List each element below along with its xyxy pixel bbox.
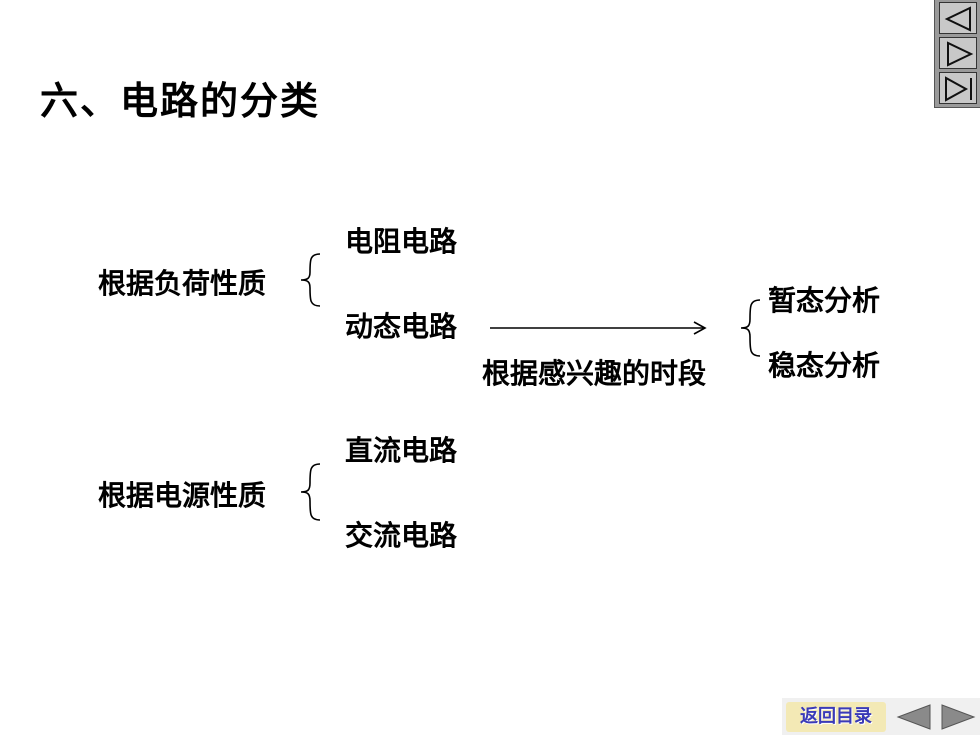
resistive-circuit-label: 电阻电路 [345,225,458,258]
slide-nav-panel [934,0,980,108]
bottom-nav: 返回目录 [782,698,980,735]
dynamic-arrow [490,321,707,335]
source-brace [300,463,321,521]
prev-icon [944,6,971,32]
dc-circuit-label: 直流电路 [345,434,458,467]
back-to-toc-button[interactable]: 返回目录 [786,702,886,732]
time-interval-label: 根据感兴趣的时段 [482,357,707,390]
ac-circuit-label: 交流电路 [345,519,458,552]
next-icon [947,41,974,67]
last-slide-button[interactable] [939,72,977,104]
last-icon [945,76,972,102]
page-title: 六、电路的分类 [40,78,321,123]
prev-slide-button[interactable] [939,2,977,34]
load-brace [300,253,321,307]
analysis-brace [740,299,761,357]
next-slide-button[interactable] [939,37,977,69]
load-group-label: 根据负荷性质 [98,267,267,300]
forward-arrow-icon[interactable] [940,703,978,731]
steady-state-analysis-label: 稳态分析 [768,349,881,382]
transient-analysis-label: 暂态分析 [768,284,881,317]
back-arrow-icon[interactable] [894,703,932,731]
dynamic-circuit-label: 动态电路 [345,310,458,343]
source-group-label: 根据电源性质 [98,479,267,512]
